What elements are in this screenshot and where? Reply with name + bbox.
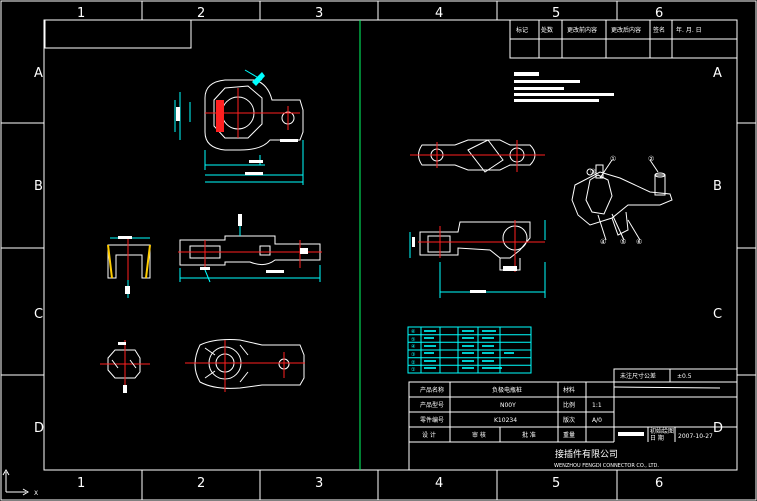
revision-table: 标记 处数 更改前内容 更改后内容 签名 年. 月. 日 xyxy=(509,19,738,59)
parts-row-6-no: ① xyxy=(411,367,416,373)
zone-col-5-bottom: 5 xyxy=(552,476,560,491)
technical-notes xyxy=(514,72,614,102)
parts-row-5-no: ② xyxy=(411,360,416,366)
zone-row-d: D xyxy=(34,421,44,436)
view-side-section xyxy=(178,214,322,283)
material-label: 材料 xyxy=(563,386,575,394)
zone-row-b-right: B xyxy=(713,179,722,194)
view-right-top xyxy=(410,139,545,173)
zone-col-4: 4 xyxy=(435,6,443,21)
version-label: 版次 xyxy=(563,416,575,424)
rev-header-before: 更改前内容 xyxy=(567,26,597,34)
signature-block xyxy=(618,432,644,436)
corner-box xyxy=(44,19,192,49)
part-number-label: 零件编号 xyxy=(420,416,444,424)
tolerance-value: ±0.5 xyxy=(677,373,692,380)
zone-col-2: 2 xyxy=(197,6,205,21)
zone-row-c: C xyxy=(34,307,43,322)
scale-label: 比例 xyxy=(563,401,575,409)
zone-labels-columns-top: 1 2 3 4 5 6 xyxy=(77,6,663,21)
view-bottom-left-clamp xyxy=(100,340,150,393)
parts-list-table: ⑥ ⑤ ④ ③ ② ① xyxy=(407,326,532,374)
product-model-value: N00Y xyxy=(500,402,516,409)
zone-row-a-right: A xyxy=(713,66,722,81)
zone-col-1-bottom: 1 xyxy=(77,476,85,491)
zone-col-1: 1 xyxy=(77,6,85,21)
date-value: 2007-10-27 xyxy=(678,433,713,440)
balloon-2: ② xyxy=(648,155,654,163)
view-isometric xyxy=(571,164,673,236)
tolerance-label: 未注尺寸公差 xyxy=(620,372,656,380)
weight-label: 重量 xyxy=(563,431,575,439)
view-bottom-clamp-profile xyxy=(185,339,305,392)
rev-header-after: 更改后内容 xyxy=(611,26,641,34)
ucs-icon: X xyxy=(2,469,38,497)
approve-label: 批 准 xyxy=(522,431,536,439)
view-top-left-profile xyxy=(174,69,304,185)
zone-col-3: 3 xyxy=(315,6,323,21)
title-block: 产品名称 负极电瓶桩 材料 产品型号 N00Y 比例 1:1 零件编号 K102… xyxy=(408,381,738,471)
design-label: 设 计 xyxy=(422,431,436,439)
svg-text:X: X xyxy=(34,490,38,497)
rev-header-date: 年. 月. 日 xyxy=(676,26,702,34)
parts-row-1-no: ⑥ xyxy=(411,329,416,335)
zone-col-3-bottom: 3 xyxy=(315,476,323,491)
version-value: A/0 xyxy=(592,417,602,424)
zone-row-a: A xyxy=(34,66,43,81)
scale-value: 1:1 xyxy=(592,402,602,409)
zone-labels-rows: A B C D A B C D xyxy=(34,66,723,436)
part-balloons: ① ② ③ ④ ⑤ ⑥ xyxy=(590,155,659,246)
company-name-en: WENZHOU FENGDI CONNECTOR CO., LTD. xyxy=(554,463,659,469)
product-name-value: 负极电瓶桩 xyxy=(492,386,522,394)
balloon-4: ④ xyxy=(600,238,606,246)
product-model-label: 产品型号 xyxy=(420,401,444,409)
review-label: 审 核 xyxy=(472,431,486,439)
drawing-label: 初始绘图 xyxy=(650,427,674,435)
part-number-value: K10234 xyxy=(494,417,517,424)
zone-col-4-bottom: 4 xyxy=(435,476,443,491)
zone-row-b: B xyxy=(34,179,43,194)
zone-col-6: 6 xyxy=(655,6,663,21)
product-name-label: 产品名称 xyxy=(420,386,444,394)
drawing-border xyxy=(43,19,738,471)
balloon-1: ① xyxy=(610,155,616,163)
rev-header-mark: 标记 xyxy=(516,26,528,34)
company-name-cn: 接插件有限公司 xyxy=(555,448,618,460)
balloon-3: ③ xyxy=(590,168,596,176)
balloon-6: ⑥ xyxy=(636,238,642,246)
zone-col-2-bottom: 2 xyxy=(197,476,205,491)
parts-row-3-no: ④ xyxy=(411,344,416,350)
tolerance-box: 未注尺寸公差 ±0.5 xyxy=(613,368,738,383)
zone-col-5: 5 xyxy=(552,6,560,21)
view-left-end xyxy=(107,236,151,298)
date-label: 日 期 xyxy=(650,434,664,442)
zone-row-c-right: C xyxy=(713,307,722,322)
zone-col-6-bottom: 6 xyxy=(655,476,663,491)
view-right-front xyxy=(409,220,546,298)
rev-header-count: 处数 xyxy=(541,26,553,34)
balloon-5: ⑤ xyxy=(620,238,626,246)
rev-header-sign: 签名 xyxy=(653,26,665,34)
zone-labels-columns-bottom: 1 2 3 4 5 6 xyxy=(77,476,663,491)
parts-row-2-no: ⑤ xyxy=(411,337,416,343)
parts-row-4-no: ③ xyxy=(411,352,416,358)
zone-row-d-right: D xyxy=(713,421,723,436)
